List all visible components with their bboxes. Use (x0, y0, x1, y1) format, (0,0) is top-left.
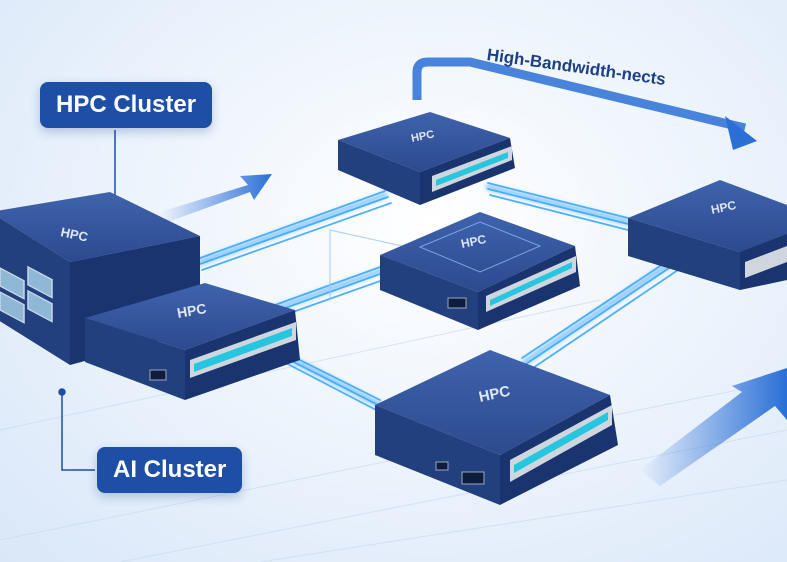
bandwidth-arrow-head-icon (725, 116, 757, 150)
hpc-node-right[interactable]: HPC (628, 180, 787, 290)
hpc-node-bottom[interactable]: HPC (375, 350, 618, 505)
arrow-right-icon (640, 368, 787, 486)
arrow-right-icon (160, 174, 272, 222)
ai-cluster-unit[interactable]: HPC (85, 283, 300, 400)
ai-cluster-label: AI Cluster (97, 447, 243, 493)
port-array (0, 265, 53, 324)
device-label: HPC (410, 128, 435, 145)
device-label: HPC (59, 224, 90, 245)
device-label: HPC (710, 198, 738, 217)
hpc-node-center[interactable]: HPC (380, 212, 580, 330)
device-label: HPC (460, 232, 488, 251)
device-label: HPC (477, 383, 512, 406)
decor-arrow-lower (640, 368, 787, 486)
decor-arrow-upper (160, 174, 272, 222)
hpc-cluster-label: HPC Cluster (40, 82, 213, 128)
hpc-node-top[interactable]: HPC (338, 112, 515, 205)
bandwidth-arrow (412, 57, 757, 150)
device-label: HPC (176, 300, 208, 321)
